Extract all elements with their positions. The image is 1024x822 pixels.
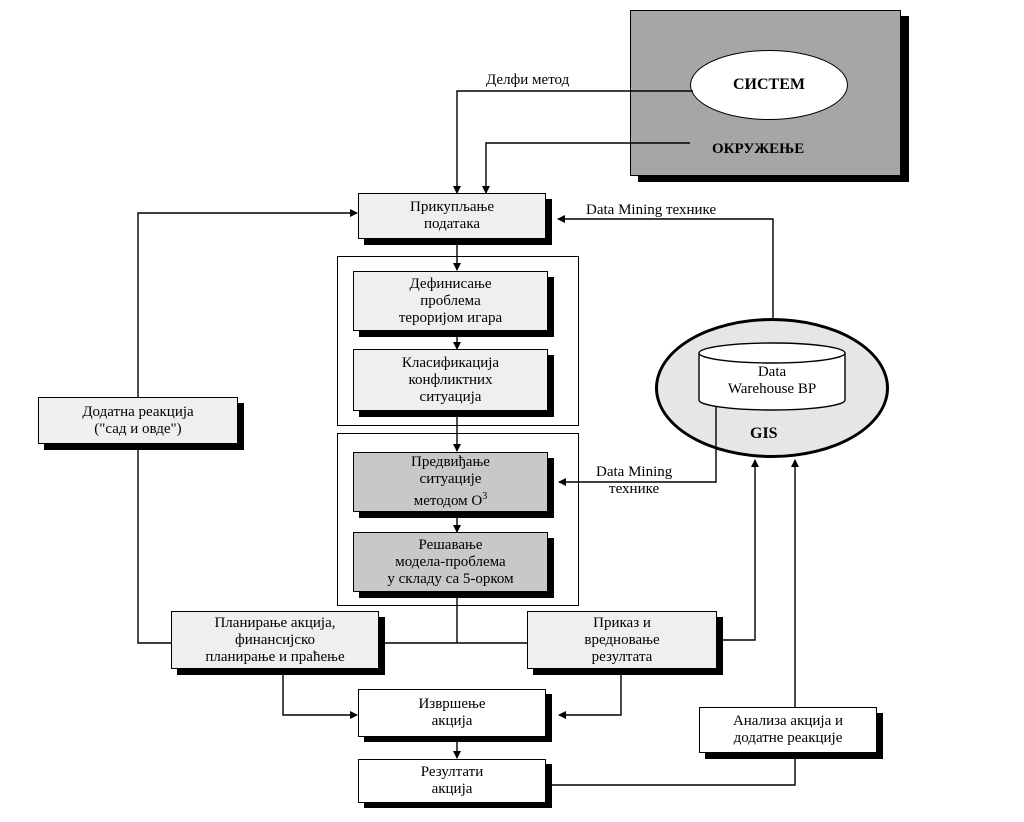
edge-planning-to-execution: [282, 669, 358, 719]
additional-reaction-label: Додатна реакција ("сад и овде"): [82, 403, 194, 437]
edge-system-to-collect: [453, 90, 693, 194]
edge-warehouse-to-predict: [558, 405, 717, 486]
data-warehouse-cylinder: [698, 342, 846, 411]
data-mining-bottom-label: Data Mining технике: [596, 464, 673, 497]
display-results-node: Приказ и вредновање резултата: [527, 611, 717, 669]
classify-conflicts-label: Класификација конфликтних ситуација: [401, 354, 500, 405]
edge-results-to-gis: [550, 459, 799, 786]
analysis-label: Анализа акција и додатне реакције: [732, 713, 844, 746]
define-problem-node: Дефинисање проблема тероријом игара: [353, 271, 548, 331]
execution-node: Извршење акција: [358, 689, 546, 737]
analysis-node: Анализа акција и додатне реакције: [699, 707, 877, 753]
display-results-label: Приказ и вредновање резултата: [584, 614, 660, 665]
results-node: Резултати акција: [358, 759, 546, 803]
delphi-method-label: Делфи метод: [486, 72, 570, 88]
system-label: СИСТЕМ: [733, 76, 805, 93]
data-mining-top-label: Data Mining технике: [586, 202, 717, 218]
analysis-group-frame: [337, 256, 579, 426]
environment-label: ОКРУЖЕЊЕ: [712, 141, 805, 157]
planning-label: Планирање акција, финансијско планирање …: [205, 614, 345, 665]
results-label: Резултати акција: [420, 764, 484, 797]
classify-conflicts-node: Класификација конфликтних ситуација: [353, 349, 548, 411]
solve-model-node: Решавање модела-проблема у складу са 5-о…: [353, 532, 548, 592]
planning-node: Планирање акција, финансијско планирање …: [171, 611, 379, 669]
data-warehouse-label: Data Warehouse BP: [727, 364, 817, 397]
solve-model-label: Решавање модела-проблема у складу са 5-о…: [387, 536, 514, 587]
define-problem-label: Дефинисање проблема тероријом игара: [398, 275, 503, 326]
collect-data-label: Прикупљање података: [409, 199, 495, 232]
system-ellipse: СИСТЕМ: [690, 50, 848, 120]
edge-gis-to-collect: [557, 215, 774, 318]
additional-reaction-node: Додатна реакција ("сад и овде"): [38, 397, 238, 444]
collect-data-node: Прикупљање података: [358, 193, 546, 239]
gis-label: GIS: [750, 425, 778, 442]
edge-display-to-execution: [558, 669, 622, 719]
edge-environment-to-collect: [482, 142, 690, 194]
execution-label: Извршење акција: [418, 696, 486, 729]
prediction-group-frame: [337, 433, 579, 606]
predict-situation-node: Предвиђање ситуације методом О3: [353, 452, 548, 512]
predict-situation-label: Предвиђање ситуације методом О3: [411, 454, 490, 509]
edge-display-to-gis: [716, 459, 759, 641]
